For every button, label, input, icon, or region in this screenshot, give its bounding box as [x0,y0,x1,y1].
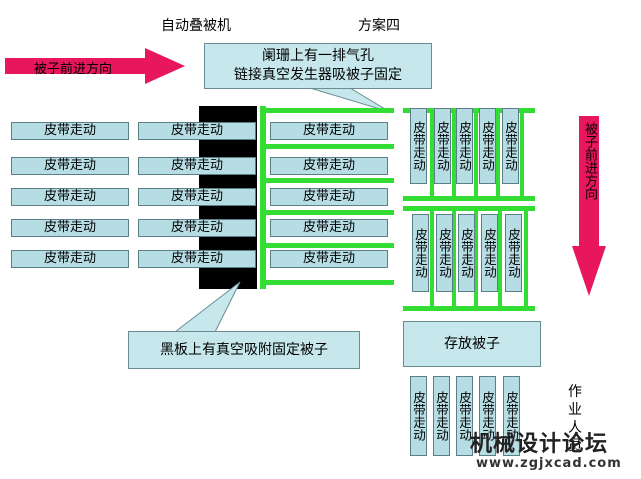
green-rail [266,280,394,285]
vertical-belt: 皮带走动 [503,376,520,456]
green-rail [498,206,502,310]
green-rail [496,108,500,201]
belt: 皮带走动 [11,157,129,175]
belt: 皮带走动 [270,250,388,268]
vacuum-rail-callout-line2: 链接真空发生器吸被子固定 [234,67,402,83]
vertical-belt: 皮带走动 [479,108,496,184]
green-rail [430,108,434,201]
green-rail [524,206,528,310]
belt: 皮带走动 [11,219,129,237]
green-rail [266,178,394,183]
scheme-title: 方案四 [358,18,400,34]
watermark-url: www.zgjxcad.com [476,456,622,471]
belt: 皮带走动 [138,250,256,268]
vacuum-rail-callout-line1: 阑珊上有一排气孔 [262,48,374,64]
machine-title: 自动叠被机 [161,18,231,34]
vertical-belt: 皮带走动 [505,214,522,292]
vacuum-board-callout: 黑板上有真空吸附固定被子 [128,331,360,369]
belt: 皮带走动 [138,219,256,237]
vertical-belt: 皮带走动 [481,214,498,292]
belt: 皮带走动 [11,250,129,268]
vertical-belt: 皮带走动 [456,376,473,456]
vertical-belt: 皮带走动 [502,108,519,184]
belt: 皮带走动 [138,157,256,175]
vertical-belt: 皮带走动 [412,214,429,292]
belt: 皮带走动 [11,122,129,140]
direction-arrow-right-label: 被子前进方向 [582,122,597,200]
green-rail [266,108,394,113]
belt: 皮带走动 [270,122,388,140]
storage-box: 存放被子 [403,321,541,367]
green-rail [403,196,535,201]
green-rail [430,206,434,310]
vertical-belt: 皮带走动 [410,108,427,184]
belt: 皮带走动 [138,122,256,140]
direction-arrow-right [572,116,606,296]
belt: 皮带走动 [11,188,129,206]
green-rail [474,206,478,310]
belt: 皮带走动 [270,157,388,175]
green-rail [452,206,456,310]
operator-label: 作业人员 [568,384,582,454]
vertical-belt: 皮带走动 [436,214,453,292]
green-rail [266,144,394,149]
vertical-belt: 皮带走动 [456,108,473,184]
direction-arrow-left [5,48,185,84]
green-rail-spine [260,106,266,289]
green-rail [403,306,535,311]
green-rail [520,108,524,201]
green-rail [474,108,478,201]
green-rail [266,243,394,248]
green-rail [266,210,394,215]
belt: 皮带走动 [138,188,256,206]
vertical-belt: 皮带走动 [434,108,451,184]
belt: 皮带走动 [270,219,388,237]
green-rail [452,108,456,201]
vacuum-rail-callout: 阑珊上有一排气孔 链接真空发生器吸被子固定 [204,43,432,89]
belt: 皮带走动 [270,188,388,206]
vertical-belt: 皮带走动 [458,214,475,292]
vertical-belt: 皮带走动 [433,376,450,456]
vertical-belt: 皮带走动 [410,376,427,456]
vertical-belt: 皮带走动 [479,376,496,456]
direction-arrow-left-label: 被子前进方向 [34,62,113,77]
green-rail [403,206,535,211]
watermark-title: 机械设计论坛 [470,432,609,457]
